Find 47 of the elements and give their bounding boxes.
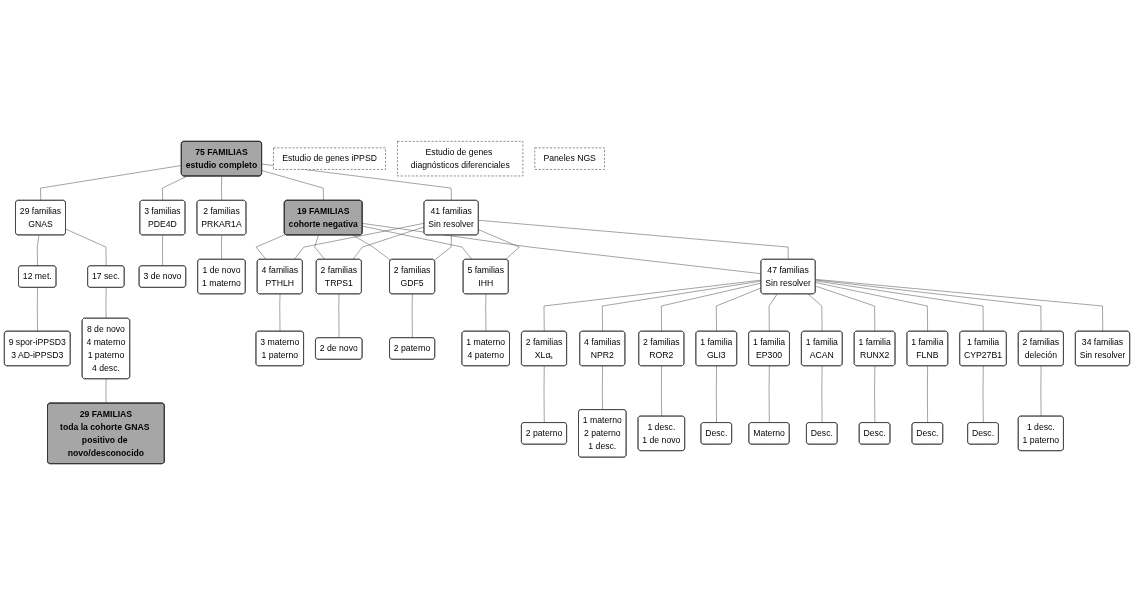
- connector: [162, 175, 188, 201]
- connector: [105, 378, 107, 404]
- connector: [716, 365, 717, 424]
- connector: [661, 365, 662, 417]
- connector: [982, 365, 984, 424]
- connector: [478, 229, 520, 260]
- connector: [716, 287, 762, 332]
- connector: [485, 293, 487, 332]
- connector: [478, 219, 789, 260]
- connector: [261, 170, 324, 201]
- connector: [602, 365, 603, 411]
- connector: [65, 228, 107, 267]
- connector: [221, 175, 222, 201]
- connector: [338, 293, 340, 339]
- connector: [362, 223, 762, 274]
- connector: [433, 234, 452, 261]
- node-box: Estudio de genes diagnósticos diferenciales: [397, 141, 524, 177]
- node-box: Estudio de genes iPPSD: [273, 147, 386, 170]
- connector: [807, 293, 823, 332]
- connector: [37, 287, 38, 332]
- connector: [162, 234, 163, 267]
- connector: [1040, 365, 1042, 417]
- connector: [815, 282, 928, 332]
- connector: [411, 293, 413, 339]
- connector: [874, 365, 876, 424]
- connector: [40, 165, 182, 201]
- connector: [815, 280, 984, 332]
- connector: [105, 287, 107, 319]
- connector: [815, 279, 1104, 332]
- connector: [768, 365, 770, 424]
- connector: [293, 223, 425, 260]
- connector: [352, 226, 425, 260]
- connector: [221, 234, 222, 260]
- connector: [602, 280, 762, 332]
- connector: [362, 225, 473, 260]
- connector: [543, 279, 762, 332]
- connector: [821, 365, 823, 424]
- connector: [661, 282, 762, 332]
- connector: [279, 293, 281, 332]
- connector: [927, 365, 928, 424]
- connector: [37, 234, 40, 267]
- connector: [815, 285, 876, 332]
- connector: [768, 293, 778, 332]
- node-box: Paneles NGS: [534, 147, 605, 170]
- connector: [815, 279, 1042, 332]
- connector: [255, 234, 286, 260]
- connector: [543, 365, 545, 424]
